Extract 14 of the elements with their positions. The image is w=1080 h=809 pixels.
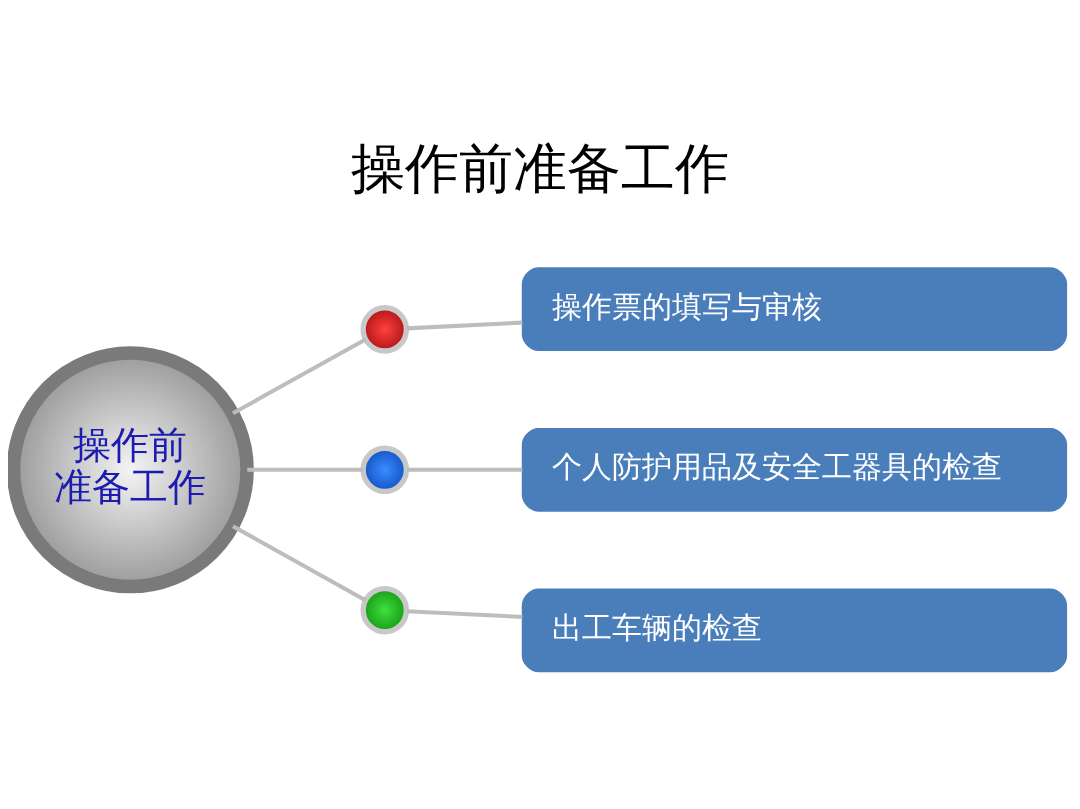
node-circle bbox=[360, 445, 410, 494]
diagram-title: 操作前准备工作 bbox=[351, 136, 729, 200]
node-box: 个人防护用品及安全工器具的检查 bbox=[521, 427, 1068, 512]
node-box: 操作票的填写与审核 bbox=[521, 266, 1068, 351]
connector bbox=[247, 467, 363, 472]
connector bbox=[232, 524, 367, 602]
connector bbox=[406, 608, 523, 619]
connector bbox=[406, 320, 523, 330]
node-circle bbox=[360, 304, 410, 354]
connector bbox=[232, 337, 367, 415]
node-circle bbox=[360, 585, 410, 634]
node-circle: 操作前准备工作 bbox=[8, 345, 254, 593]
node-box: 出工车辆的检查 bbox=[521, 588, 1068, 672]
connector bbox=[406, 467, 523, 472]
